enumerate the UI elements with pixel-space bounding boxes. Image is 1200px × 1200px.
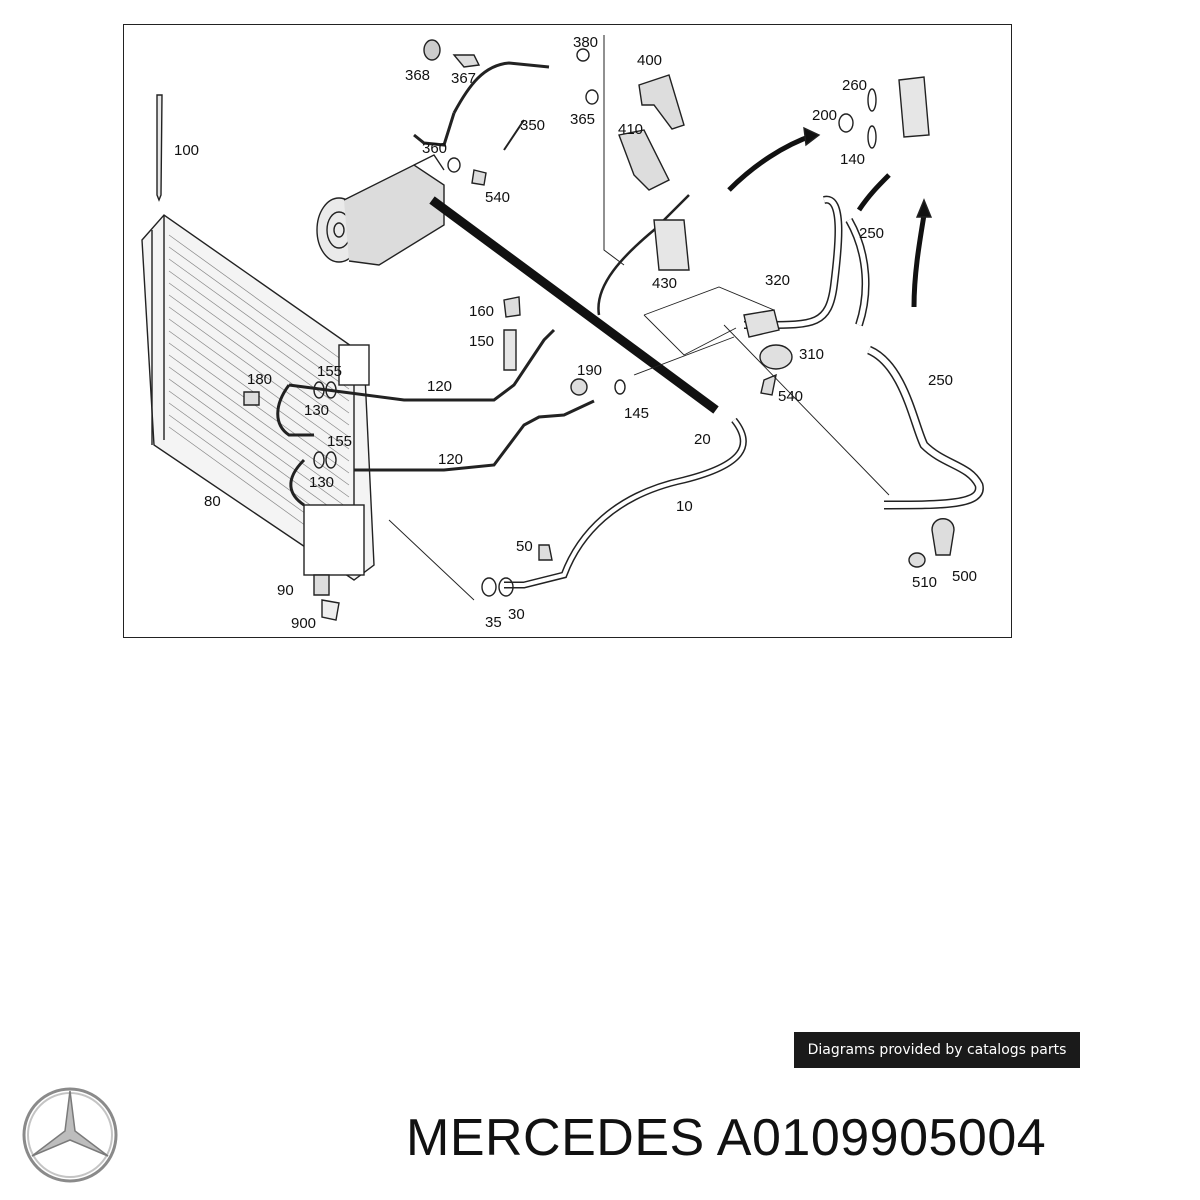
label-80: 80 xyxy=(204,493,221,510)
label-130-lower: 130 xyxy=(309,474,334,491)
label-380: 380 xyxy=(573,34,598,51)
label-260: 260 xyxy=(842,77,867,94)
parts-diagram: 10 20 30 35 50 80 90 100 120 120 130 130… xyxy=(123,24,1012,638)
label-310: 310 xyxy=(799,346,824,363)
label-365: 365 xyxy=(570,111,595,128)
label-10: 10 xyxy=(676,498,693,515)
expansion-valve xyxy=(898,76,930,138)
cap-368 xyxy=(423,39,441,61)
bracket-400 xyxy=(638,74,685,130)
label-510: 510 xyxy=(912,574,937,591)
label-410: 410 xyxy=(618,121,643,138)
part-number: A0109905004 xyxy=(716,1109,1047,1167)
diagram-drawing: 10 20 30 35 50 80 90 100 120 120 130 130… xyxy=(141,34,984,632)
label-140: 140 xyxy=(840,151,865,168)
label-400: 400 xyxy=(637,52,662,69)
probe-drawing xyxy=(156,94,163,202)
label-90: 90 xyxy=(277,582,294,599)
label-190: 190 xyxy=(577,362,602,379)
label-900: 900 xyxy=(291,615,316,632)
callout-labels: 10 20 30 35 50 80 90 100 120 120 130 130… xyxy=(174,34,977,632)
label-250-lower: 250 xyxy=(928,372,953,389)
label-160: 160 xyxy=(469,303,494,320)
bracket-410 xyxy=(618,129,670,191)
label-200: 200 xyxy=(812,107,837,124)
compressor-drawing xyxy=(316,154,445,266)
label-50: 50 xyxy=(516,538,533,555)
label-150: 150 xyxy=(469,333,494,350)
label-368: 368 xyxy=(405,67,430,84)
credit-banner: Diagrams provided by catalogs parts xyxy=(794,1032,1080,1068)
label-320: 320 xyxy=(765,272,790,289)
mercedes-star-logo xyxy=(22,1087,118,1183)
label-540-lower: 540 xyxy=(778,388,803,405)
label-20: 20 xyxy=(694,431,711,448)
label-130-upper: 130 xyxy=(304,402,329,419)
label-145: 145 xyxy=(624,405,649,422)
brand-part-title: MERCEDES A0109905004 xyxy=(406,1108,1196,1168)
label-120-lower: 120 xyxy=(438,451,463,468)
label-350: 350 xyxy=(520,117,545,134)
label-35: 35 xyxy=(485,614,502,631)
label-500: 500 xyxy=(952,568,977,585)
valve-367 xyxy=(452,54,481,68)
brand-name: MERCEDES xyxy=(406,1109,705,1167)
label-430: 430 xyxy=(652,275,677,292)
empty-panel xyxy=(123,640,1012,1070)
label-180: 180 xyxy=(247,371,272,388)
label-250-upper: 250 xyxy=(859,225,884,242)
label-360: 360 xyxy=(422,140,447,157)
label-120-upper: 120 xyxy=(427,378,452,395)
label-367: 367 xyxy=(451,70,476,87)
label-155-upper: 155 xyxy=(317,363,342,380)
label-30: 30 xyxy=(508,606,525,623)
label-540-upper: 540 xyxy=(485,189,510,206)
clip-430 xyxy=(653,219,690,271)
label-100: 100 xyxy=(174,142,199,159)
label-155-lower: 155 xyxy=(327,433,352,450)
